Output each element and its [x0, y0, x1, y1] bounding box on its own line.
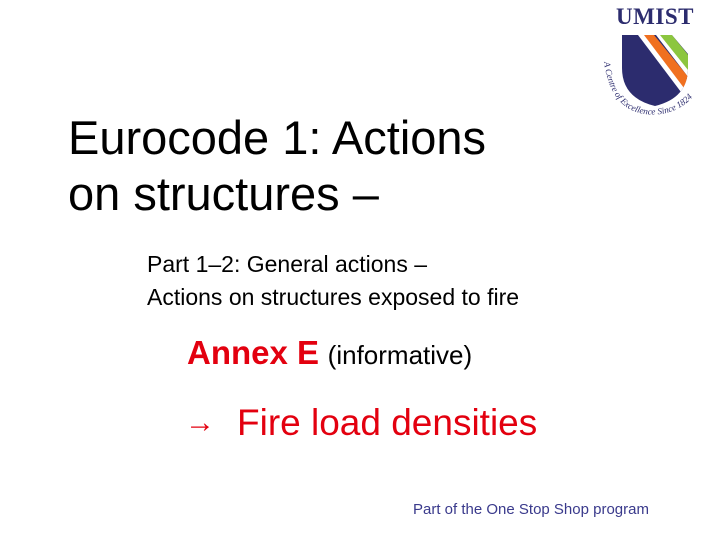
right-arrow-icon: → [185, 406, 215, 439]
annex-note: (informative) [327, 340, 473, 370]
annex-heading: Annex E (informative) [187, 333, 472, 375]
umist-shield-icon: A Centre of Excellence Since 1824 [602, 35, 694, 117]
title-line-2: on structures – [68, 167, 379, 220]
subtitle-line-1: Part 1–2: General actions – [147, 251, 427, 277]
topic-text: Fire load densities [237, 402, 538, 443]
title-line-1: Eurocode 1: Actions [68, 111, 487, 164]
subtitle-line-2: Actions on structures exposed to fire [147, 284, 520, 310]
annex-label: Annex E [187, 334, 320, 371]
slide-subtitle: Part 1–2: General actions – Actions on s… [147, 248, 519, 314]
footer-note: Part of the One Stop Shop program [413, 501, 649, 518]
logo-wordmark: UMIST [616, 4, 694, 29]
topic-line: → Fire load densities [185, 400, 537, 446]
umist-logo: A Centre of Excellence Since 1824 UMIST [592, 2, 718, 122]
slide-title: Eurocode 1: Actions on structures – [68, 110, 486, 222]
